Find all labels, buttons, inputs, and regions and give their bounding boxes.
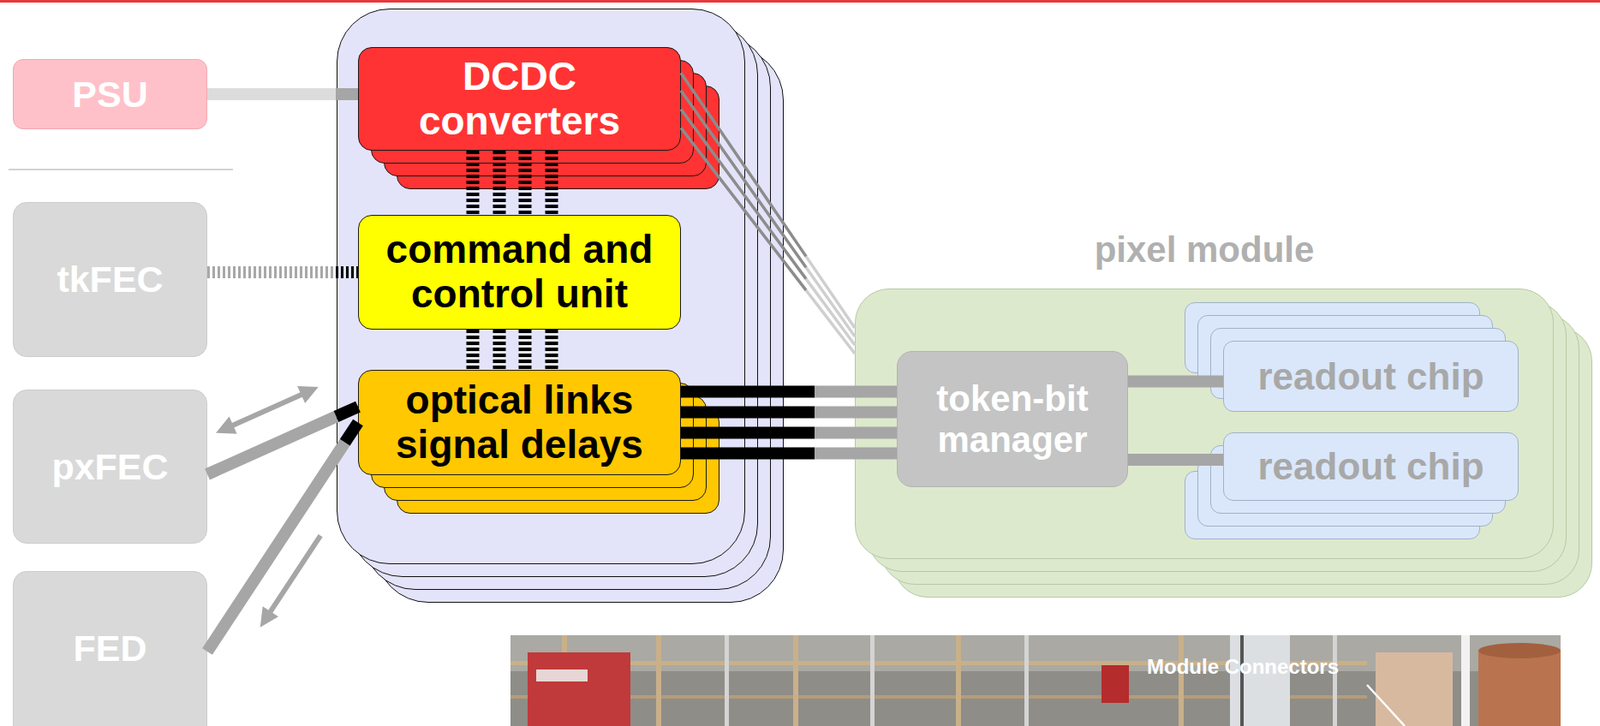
frame-post xyxy=(870,635,875,726)
node-label: readout chip xyxy=(1248,355,1493,398)
wire xyxy=(466,150,480,215)
wire xyxy=(545,150,559,215)
wire xyxy=(466,329,480,371)
arrow-head xyxy=(297,386,319,404)
wire xyxy=(814,447,897,460)
red-bag xyxy=(527,652,631,726)
wire xyxy=(335,88,359,101)
wire xyxy=(207,88,336,101)
separator-line xyxy=(8,168,233,171)
connector xyxy=(680,72,855,354)
connector xyxy=(207,272,359,274)
wire xyxy=(545,329,559,371)
connector xyxy=(472,150,552,215)
window xyxy=(1229,635,1290,726)
wire xyxy=(814,406,897,419)
wire xyxy=(335,266,359,279)
wire xyxy=(519,329,532,371)
frame-post xyxy=(793,635,799,726)
wire xyxy=(805,279,855,346)
person-arm xyxy=(1375,652,1453,726)
frame-post xyxy=(955,635,962,726)
photo-label: Module Connectors xyxy=(1146,656,1339,679)
wire xyxy=(1128,376,1224,389)
connector xyxy=(680,392,897,454)
control-unit-box: command and control unit xyxy=(358,214,681,330)
photo-ground xyxy=(510,635,1561,726)
arrow-head xyxy=(260,606,279,627)
wire xyxy=(335,406,359,417)
port-card-box: DCDC converters command and control unit o… xyxy=(336,8,746,565)
node-label: readout chip xyxy=(1248,445,1493,488)
node-label: pxFEC xyxy=(42,446,177,488)
wire xyxy=(207,442,346,652)
connector xyxy=(472,329,552,371)
wire xyxy=(493,150,507,215)
wire xyxy=(493,329,507,371)
connector xyxy=(207,423,359,653)
wire xyxy=(805,256,855,329)
brown-cylinder xyxy=(1478,650,1561,726)
dcdc-box: DCDC converters xyxy=(358,47,681,151)
red-object xyxy=(1101,665,1129,704)
node-label: tkFEC xyxy=(47,258,172,300)
top-rule xyxy=(0,0,1600,3)
fed-box: FED xyxy=(12,571,208,726)
door-frame xyxy=(1461,635,1470,726)
frame-post xyxy=(1332,635,1338,726)
wire xyxy=(207,266,336,279)
wire xyxy=(680,72,806,257)
wire xyxy=(680,447,815,460)
wire xyxy=(231,394,303,426)
node-label: DCDC converters xyxy=(358,54,681,144)
tkfec-box: tkFEC xyxy=(12,202,208,358)
wire xyxy=(680,386,815,399)
pixel-module-box: pixel moduletoken-bit managerreadout chi… xyxy=(854,288,1554,560)
wire xyxy=(1128,453,1224,466)
leader-line xyxy=(1367,685,1405,726)
token-bit-manager-box: token-bit manager xyxy=(896,351,1129,488)
window-frame xyxy=(1240,635,1244,726)
wire xyxy=(680,406,815,419)
node-label: command and control unit xyxy=(358,227,681,317)
connector xyxy=(1128,459,1224,461)
connector xyxy=(207,94,359,96)
module-heading: pixel module xyxy=(804,229,1600,270)
wire xyxy=(814,427,897,440)
arrow-head xyxy=(215,417,238,435)
bag-tag xyxy=(536,669,588,682)
node-label: FED xyxy=(65,627,156,669)
wire xyxy=(519,150,532,215)
readout-chip-box: readout chip xyxy=(1223,432,1519,502)
setup-photo xyxy=(510,635,1561,726)
readout-chip-box: readout chip xyxy=(1223,340,1519,412)
wire xyxy=(680,127,806,291)
wire xyxy=(805,290,855,354)
wire xyxy=(680,109,806,280)
frame-post xyxy=(1024,635,1029,726)
power-supply-box: PSU xyxy=(12,59,208,130)
wire xyxy=(814,386,897,399)
frame-post xyxy=(656,635,662,726)
cylinder-top xyxy=(1478,643,1561,659)
pxfec-box: pxFEC xyxy=(12,389,208,544)
frame-post xyxy=(724,635,729,726)
node-label: optical links signal delays xyxy=(358,378,681,467)
frame-post xyxy=(1178,635,1184,726)
connector xyxy=(1128,381,1224,383)
wire xyxy=(207,417,336,475)
wire xyxy=(345,423,359,443)
wire xyxy=(680,90,806,269)
wire xyxy=(680,427,815,440)
node-label: token-bit manager xyxy=(897,378,1128,460)
wire xyxy=(269,536,321,614)
optical-links-box: optical links signal delays xyxy=(358,370,681,476)
node-label: PSU xyxy=(63,73,156,115)
